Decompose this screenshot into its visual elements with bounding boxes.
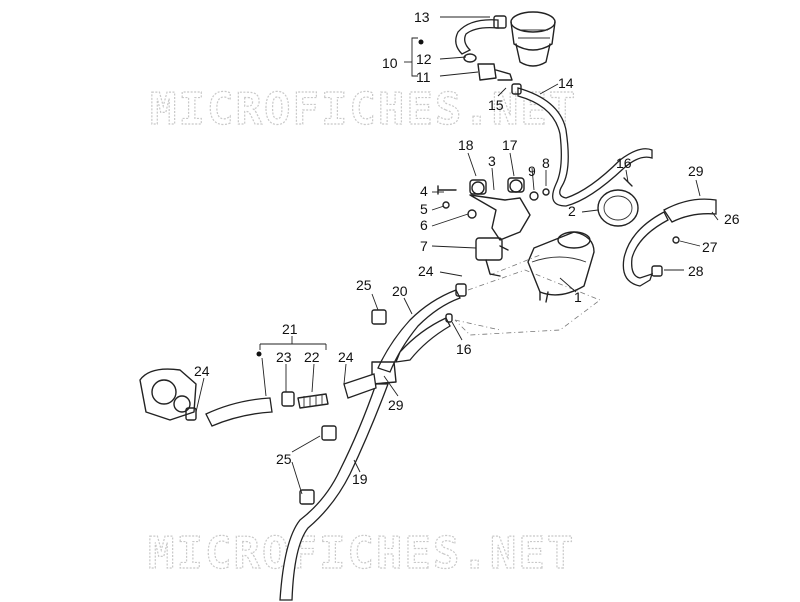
callout-24-mid: 24 [418,263,434,279]
callout-14: 14 [558,75,574,91]
callout-24-left: 24 [194,363,210,379]
callout-18: 18 [458,137,474,153]
callout-1: 1 [574,289,582,305]
assembly-guide-lines [454,254,601,336]
callout-12: 12 [416,51,432,67]
watermark-bottom: MICROFICHES.NET [148,528,575,579]
callout-17: 17 [502,137,518,153]
hose-14 [511,83,653,207]
callout-28: 28 [688,263,704,279]
callout-20: 20 [392,283,408,299]
callout-24-right: 24 [338,349,354,365]
callout-22: 22 [304,349,320,365]
hose-21 [205,373,377,427]
callout-9: 9 [528,163,536,179]
check-valve-11 [463,53,513,81]
hose-20 [377,283,467,373]
callout-29-top: 29 [688,163,704,179]
callout-5: 5 [420,201,428,217]
callout-25-bottom: 25 [276,451,292,467]
callout-4: 4 [420,183,428,199]
solenoid-valve-7 [475,237,509,277]
watermark-top: MICROFICHES.NET [150,84,577,135]
group-dot-10 [418,39,424,45]
callout-16-top: 16 [616,155,632,171]
callout-2: 2 [568,203,576,219]
callout-29-bottom: 29 [388,397,404,413]
filler-neck [510,11,556,67]
callout-15: 15 [488,97,504,113]
hose-26 [622,177,717,287]
breather-hose-13 [455,15,507,55]
callout-labels: 13 10 12 11 14 15 18 17 3 9 8 16 29 4 5 … [194,9,740,487]
callout-23: 23 [276,349,292,365]
callout-8: 8 [542,155,550,171]
canister-1 [527,231,595,303]
callout-25-top: 25 [356,277,372,293]
callout-27: 27 [702,239,718,255]
callout-10: 10 [382,55,398,71]
hose-19 [279,383,389,601]
callout-11: 11 [416,69,431,85]
callout-6: 6 [420,217,428,233]
fuel-pump [139,368,197,421]
bracket-3 [469,177,531,241]
callout-16-bottom: 16 [456,341,472,357]
callout-7: 7 [420,238,428,254]
clip-25 [299,309,387,505]
callout-19: 19 [352,471,368,487]
fasteners [437,185,550,219]
callout-26: 26 [724,211,740,227]
callout-3: 3 [488,153,496,169]
callout-13: 13 [414,9,430,25]
strap-2 [597,189,639,227]
callout-21: 21 [282,321,298,337]
leader-lines [195,16,719,495]
group-dot-21 [256,351,262,357]
